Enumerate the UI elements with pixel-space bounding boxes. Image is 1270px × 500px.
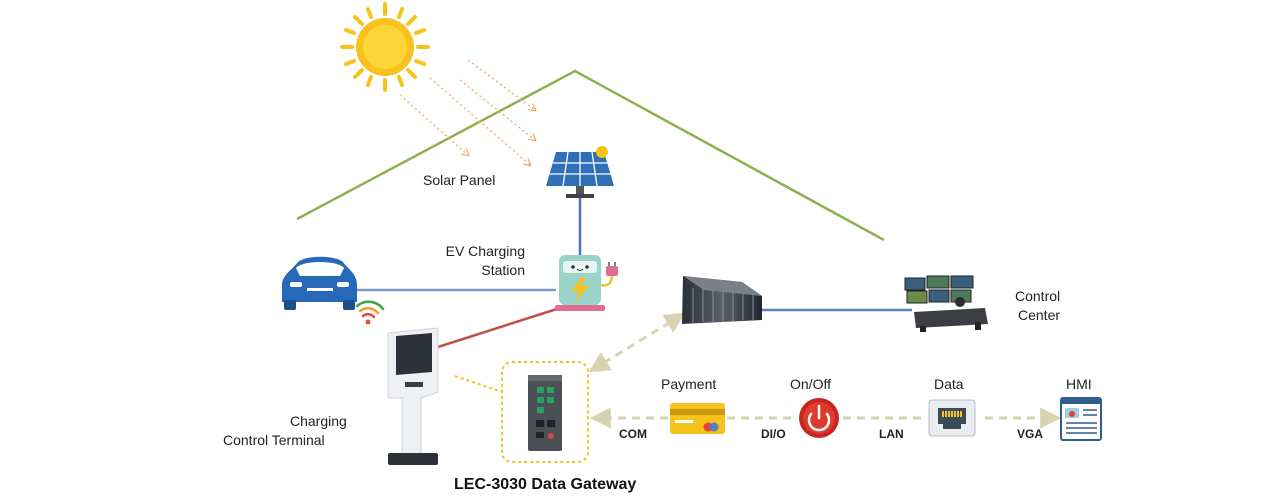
onoff-label: On/Off <box>790 376 831 392</box>
gateway-pointer <box>454 375 503 393</box>
dio-label: DI/O <box>761 427 786 441</box>
ev-station-label-line1: EV Charging <box>445 243 525 259</box>
car-icon <box>282 256 357 310</box>
data-label: Data <box>934 376 964 392</box>
credit-card-icon <box>670 403 725 434</box>
hmi-screen-icon <box>1060 397 1102 441</box>
terminal-label-line1: Charging <box>290 413 347 429</box>
ev-station-label-line2: Station <box>481 262 525 278</box>
control-center-label-line1: Control <box>1015 288 1061 304</box>
wifi-icon <box>355 300 385 325</box>
kiosk-icon <box>387 327 439 465</box>
control-center-icon <box>904 275 988 332</box>
sun-icon <box>340 2 430 92</box>
sunlight-arrows <box>399 59 535 165</box>
gateway-frame <box>501 361 589 463</box>
hmi-label: HMI <box>1066 376 1092 392</box>
terminal-label-line2: Control Terminal <box>223 432 325 448</box>
server-rack-icon <box>682 276 762 324</box>
gateway-title: LEC-3030 Data Gateway <box>454 476 637 493</box>
roof-line <box>296 69 885 242</box>
power-button-icon <box>799 398 839 438</box>
solar-panel-icon <box>546 146 614 198</box>
control-center-label-line2: Center <box>1018 307 1061 323</box>
vga-label: VGA <box>1017 427 1044 441</box>
com-label: COM <box>619 427 647 441</box>
dashed-links <box>588 312 1062 429</box>
ethernet-port-icon <box>928 399 976 437</box>
ev-charger-icon <box>555 255 618 311</box>
payment-label: Payment <box>661 376 717 392</box>
power-lines <box>355 188 912 349</box>
solar-panel-label: Solar Panel <box>423 172 496 188</box>
gateway-device-icon <box>528 375 562 451</box>
lan-label: LAN <box>879 427 904 441</box>
